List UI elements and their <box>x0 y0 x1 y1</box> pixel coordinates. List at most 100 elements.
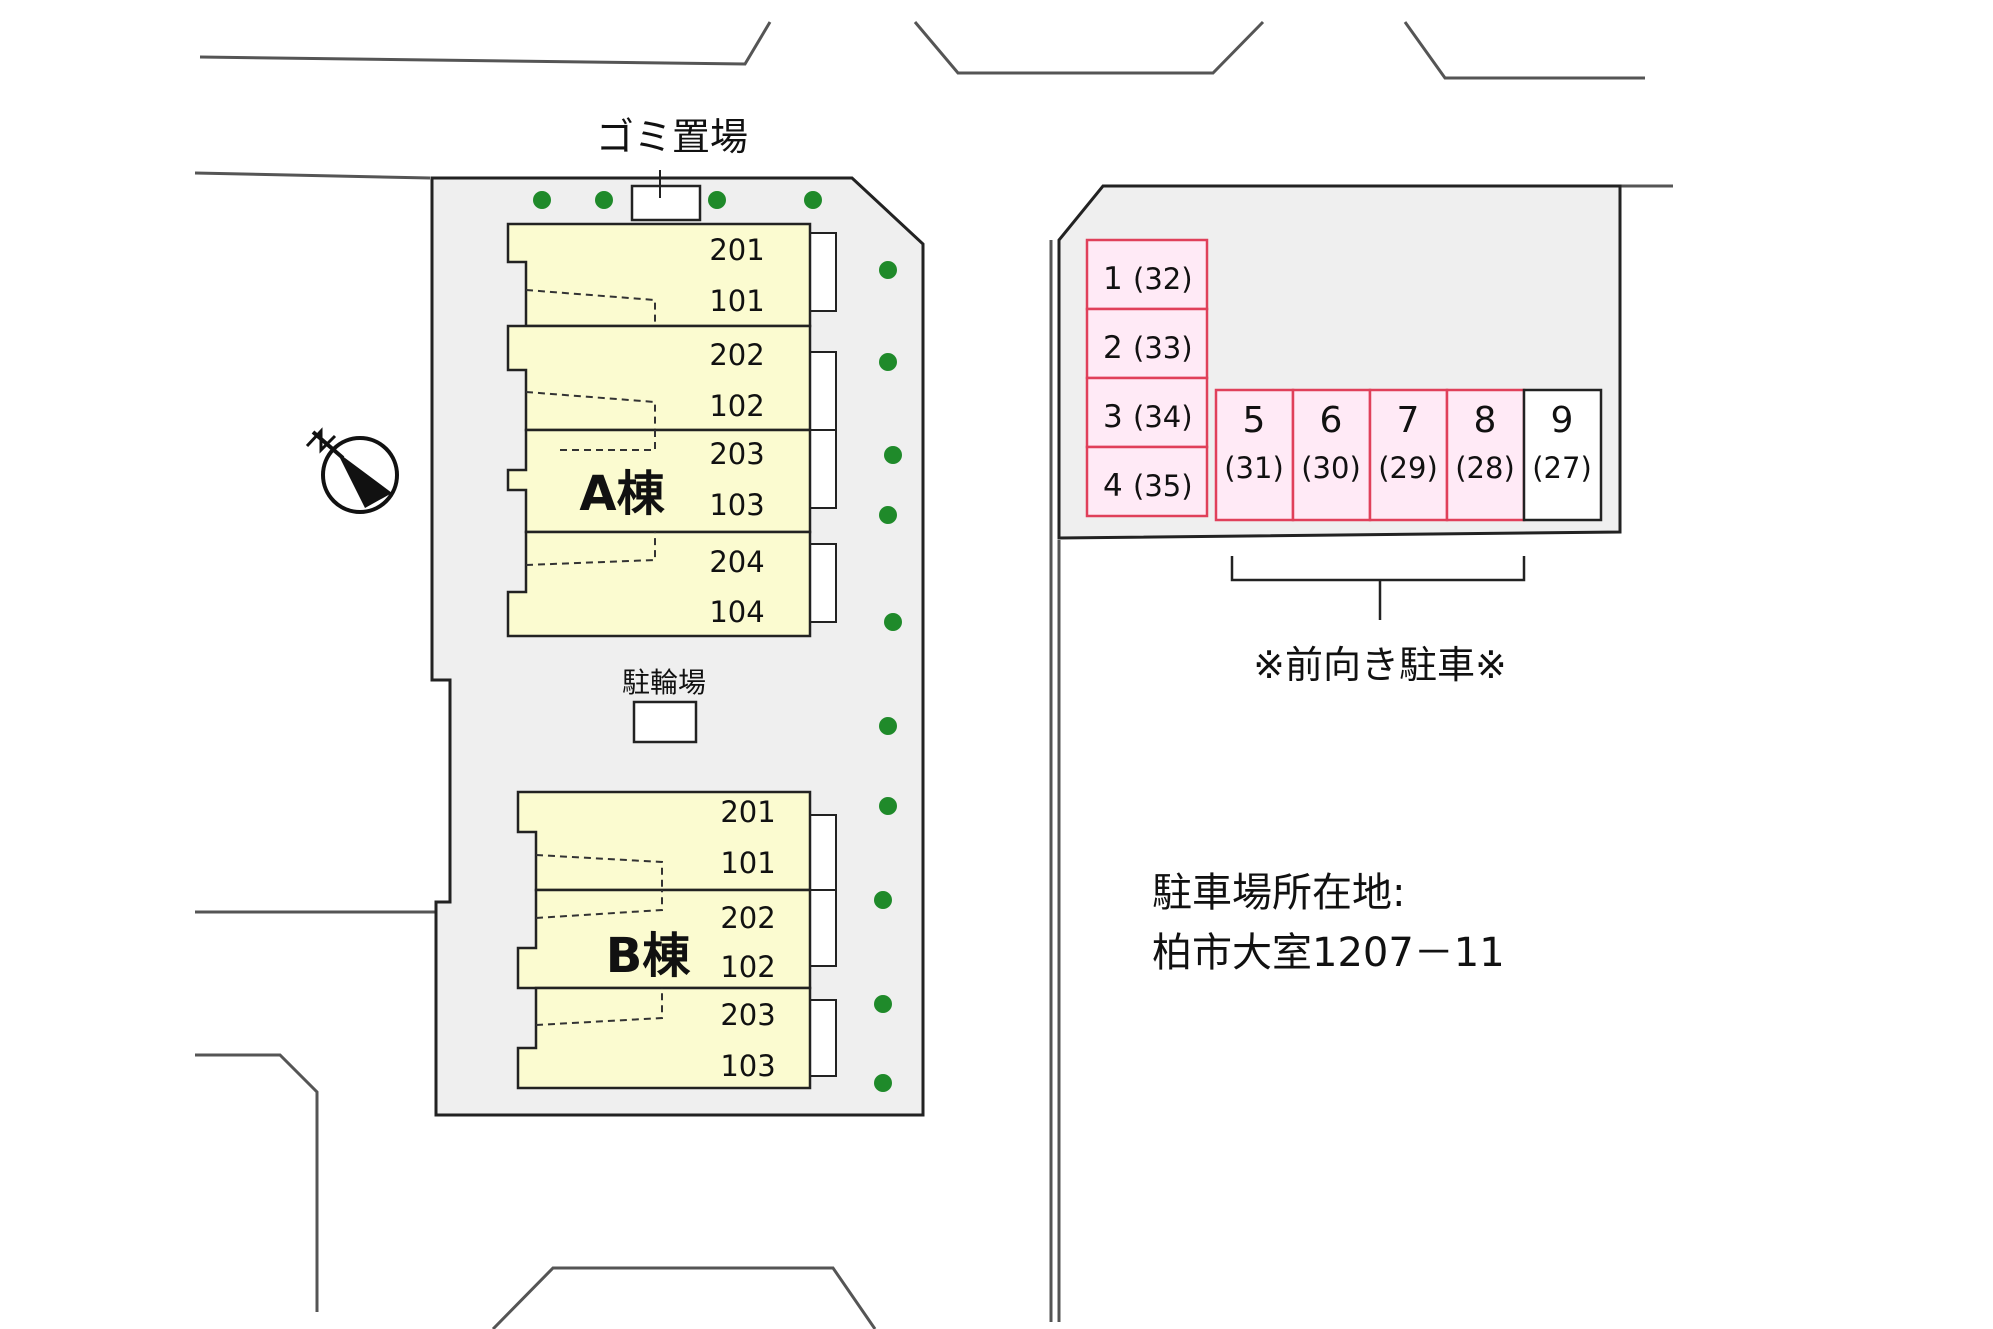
building-a-unit-1-balcony <box>809 232 837 312</box>
building-a: 201 101 202 102 203 103 204 104 A棟 <box>506 222 837 638</box>
building-a-unit-2-body <box>506 324 812 432</box>
parking-space-4-number: 4 <box>1103 468 1123 504</box>
building-a-unit-1-partition <box>525 289 656 326</box>
parking-space-3-sub: (34) <box>1133 400 1193 434</box>
building-b-unit-3-upper: 203 <box>720 998 775 1032</box>
building-a-unit-2-upper: 202 <box>709 338 764 372</box>
building-a-unit-3-partition <box>560 430 656 451</box>
parking-space-1-number: 1 <box>1103 261 1123 297</box>
parking-space-1: 1 (32) <box>1085 238 1209 311</box>
building-b-unit-1-partition <box>535 854 663 890</box>
parking-space-6-sub: (30) <box>1301 451 1361 485</box>
parking-space-4: 4 (35) <box>1085 445 1209 518</box>
road-lines <box>194 20 1673 1329</box>
parking-space-8-number: 8 <box>1474 400 1497 441</box>
building-b: 201 101 202 102 203 103 B棟 <box>516 790 837 1090</box>
parking-space-7-sub: (29) <box>1378 451 1438 485</box>
parking-space-6-number: 6 <box>1320 400 1343 441</box>
building-a-unit-4-lower: 104 <box>709 595 764 629</box>
building-b-unit-3: 203 103 <box>516 986 837 1090</box>
parking-space-4-sub: (35) <box>1133 469 1193 503</box>
parking-space-2: 2 (33) <box>1085 307 1209 380</box>
parking-space-8-sub: (28) <box>1455 451 1515 485</box>
road-line-top-mid <box>913 20 1265 75</box>
parking-space-9-number: 9 <box>1551 400 1574 441</box>
parking-space-5-sub: (31) <box>1224 451 1284 485</box>
parking-left-column: 1 (32) 2 (33) 3 (34) 4 (35) <box>1085 238 1209 518</box>
building-a-unit-2-lower: 102 <box>709 389 764 423</box>
garbage-area <box>630 184 702 222</box>
building-b-unit-1-balcony <box>809 814 837 894</box>
north-arrow-compass-icon <box>305 427 399 514</box>
tree-dot-icon <box>879 506 897 524</box>
building-a-unit-4-partition <box>525 532 656 566</box>
building-a-unit-2: 202 102 <box>506 324 837 432</box>
building-b-unit-2-lower: 102 <box>720 950 775 984</box>
tree-dot-icon <box>595 191 613 209</box>
parking-space-9-sub: (27) <box>1532 451 1592 485</box>
tree-dot-icon <box>874 891 892 909</box>
building-a-unit-1: 201 101 <box>506 222 837 328</box>
tree-dot-icon <box>879 797 897 815</box>
building-b-unit-2-upper: 202 <box>720 901 775 935</box>
parking-space-2-number: 2 <box>1103 330 1123 366</box>
road-line-top-right <box>1403 21 1645 80</box>
building-a-unit-3: 203 103 <box>506 428 837 534</box>
building-a-unit-1-lower: 101 <box>709 284 764 318</box>
building-a-unit-4-upper: 204 <box>709 545 764 579</box>
parking-space-7: 7 (29) <box>1368 388 1449 522</box>
parking-row: 5 (31) 6 (30) 7 (29) 8 (28) 9 (27) <box>1214 388 1603 522</box>
building-b-unit-3-partition <box>535 988 663 1026</box>
parking-space-1-sub: (32) <box>1133 262 1193 296</box>
building-b-unit-2-balcony <box>809 889 837 967</box>
tree-dot-icon <box>708 191 726 209</box>
address-value: 柏市大室1207－11 <box>1152 930 1505 976</box>
building-a-unit-2-partition <box>525 391 656 430</box>
road-line-left-bottom <box>195 1053 319 1312</box>
parking-note: ※前向き駐車※ <box>1253 643 1507 687</box>
road-line-upper-left <box>194 171 431 180</box>
tree-dot-icon <box>533 191 551 209</box>
road-line-top-left <box>199 21 772 66</box>
address-label: 駐車場所在地: <box>1152 870 1405 916</box>
parking-space-8: 8 (28) <box>1445 388 1526 522</box>
building-b-unit-3-balcony <box>809 999 837 1077</box>
parking-space-3-number: 3 <box>1103 399 1123 435</box>
building-a-unit-3-body <box>506 428 812 534</box>
building-b-unit-1-upper: 201 <box>720 795 775 829</box>
tree-dot-icon <box>874 995 892 1013</box>
building-b-unit-2-body <box>516 888 812 990</box>
tree-dot-icon <box>879 261 897 279</box>
bicycle-parking-area <box>632 700 698 744</box>
parking-space-9: 9 (27) <box>1522 388 1603 522</box>
building-b-name: B棟 <box>606 928 692 984</box>
tree-dot-icon <box>804 191 822 209</box>
building-a-unit-3-lower: 103 <box>709 488 764 522</box>
road-line-bottom <box>491 1266 877 1329</box>
tree-dot-icon <box>874 1074 892 1092</box>
garbage-label: ゴミ置場 <box>596 115 748 159</box>
building-a-unit-4: 204 104 <box>506 530 837 638</box>
parking-space-3: 3 (34) <box>1085 376 1209 449</box>
parking-space-6: 6 (30) <box>1291 388 1372 522</box>
tree-dot-icon <box>879 717 897 735</box>
building-a-unit-4-balcony <box>809 543 837 623</box>
parking-space-2-sub: (33) <box>1133 331 1193 365</box>
building-b-unit-2-partition <box>535 890 663 919</box>
tree-dot-icon <box>884 446 902 464</box>
building-b-unit-3-lower: 103 <box>720 1049 775 1083</box>
building-b-unit-1: 201 101 <box>516 790 837 894</box>
bicycle-parking-label: 駐輪場 <box>622 666 706 699</box>
parking-space-5-number: 5 <box>1243 400 1266 441</box>
trees <box>533 191 902 1092</box>
building-a-unit-1-body <box>506 222 812 328</box>
building-a-unit-2-balcony <box>809 351 837 431</box>
building-a-unit-3-balcony <box>809 429 837 509</box>
building-b-unit-2: 202 102 <box>516 888 837 990</box>
tree-dot-icon <box>879 353 897 371</box>
building-a-unit-4-body <box>506 530 812 638</box>
building-a-name: A棟 <box>579 466 665 522</box>
building-b-unit-3-body <box>516 986 812 1090</box>
parking-space-7-number: 7 <box>1397 400 1420 441</box>
